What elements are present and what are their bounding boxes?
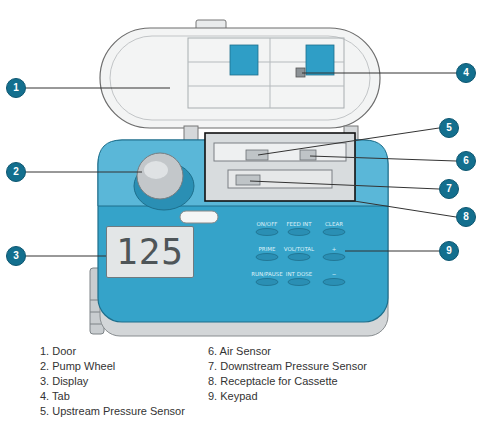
leader-line [26,172,142,173]
part-list-item: 8. Receptacle for Cassette [208,375,338,388]
callout-number: 8 [456,207,476,227]
keypad-button [256,279,278,286]
keypad-button [323,254,345,261]
key-label: ON/OFF [245,221,289,227]
callout-text: 3 [13,251,19,261]
leader-line [345,251,439,252]
callout-text: 8 [463,212,469,222]
callout-number: 6 [456,151,476,171]
callout-text: 7 [446,184,452,194]
callout-number: 2 [6,162,26,182]
callout-text: 2 [13,167,19,177]
part-list-item: 2. Pump Wheel [40,360,115,373]
cassette-receptacle [205,133,355,201]
wheel-highlight [144,161,168,179]
callout-number: 5 [439,118,459,138]
callout-text: 5 [446,123,452,133]
part-list-item: 4. Tab [40,390,70,403]
part-list-item: 3. Display [40,375,88,388]
key-label: + [312,246,356,252]
callout-number: 9 [439,241,459,261]
callout-text: 4 [463,68,469,78]
key-label: CLEAR [312,221,356,227]
callout-number: 3 [6,246,26,266]
keypad-button [288,279,310,286]
keypad-button [288,229,310,236]
keypad-button [323,229,345,236]
part-list-item: 1. Door [40,345,76,358]
callout-text: 9 [446,246,452,256]
leader-line [354,201,456,217]
downstream-pressure-sensor [236,175,260,185]
callout-number: 7 [439,179,459,199]
upstream-pressure-sensor [246,150,268,160]
part-list-item: 7. Downstream Pressure Sensor [208,360,367,373]
callout-number: 4 [456,63,476,83]
door-window [306,45,334,75]
leader-line [250,181,439,189]
part-list-item: 6. Air Sensor [208,345,271,358]
key-label: FEED INT [277,221,321,227]
key-label: PRIME [245,246,289,252]
part-list-item: 9. Keypad [208,390,258,403]
leader-line [258,128,439,155]
key-label: RUN/PAUSE [245,271,289,277]
callout-text: 6 [463,156,469,166]
air-sensor [300,150,316,160]
key-label: VOL/TOTAL [277,246,321,252]
part-list-item: 5. Upstream Pressure Sensor [40,405,185,418]
key-label: INT DOSE [277,271,321,277]
door-rim [110,36,370,120]
door [100,28,380,128]
keypad-button [256,229,278,236]
cassette-channel [228,170,332,188]
release-button [180,211,218,223]
display-reading: 125 [116,234,184,270]
keypad-button [256,254,278,261]
pump-wheel [137,153,183,199]
leader-line [26,256,118,257]
leader-line [302,73,456,74]
keypad-button [323,279,345,286]
keypad-button [288,254,310,261]
door-window [230,45,258,75]
callout-number: 1 [6,78,26,98]
door-rib [270,38,271,108]
door-rib [188,86,344,87]
leader-line [310,156,456,161]
leader-line [26,88,170,89]
callout-text: 1 [13,83,19,93]
key-label: − [312,271,356,277]
display-screen: 125 [106,226,194,278]
